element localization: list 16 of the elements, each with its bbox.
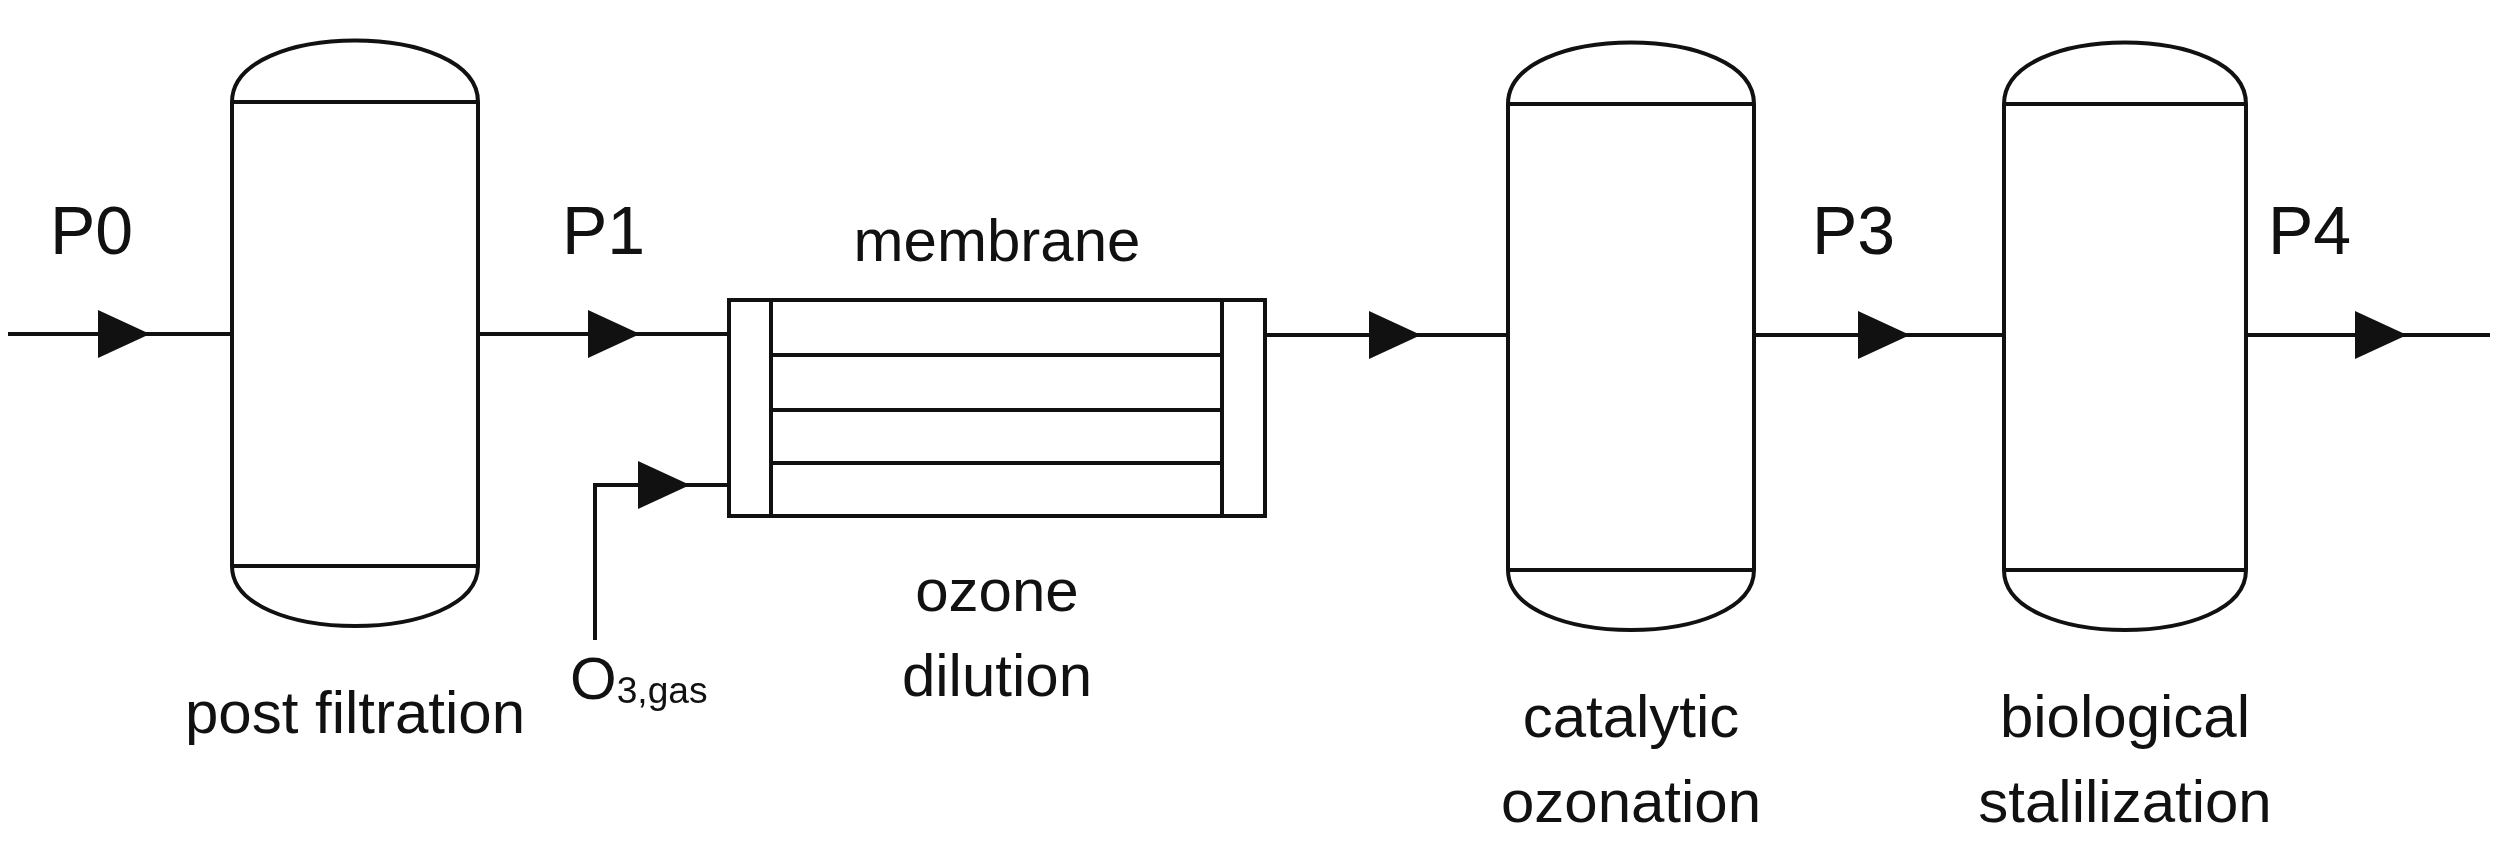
unit-label: membrane xyxy=(852,206,1142,276)
flow-arrow xyxy=(8,310,230,358)
flow-arrow xyxy=(2248,311,2490,359)
flow-arrow xyxy=(593,461,727,640)
stream-point-label: P4 xyxy=(2268,196,2352,264)
unit-label: post filtration xyxy=(183,678,527,748)
unit-label: catalytic ozonation xyxy=(1499,682,1763,838)
unit-label: ozone dilution xyxy=(900,556,1094,712)
flow-arrow xyxy=(480,310,727,358)
flow-arrow xyxy=(1756,311,2002,359)
stream-point-label: P3 xyxy=(1812,196,1896,264)
stream-point-label: P0 xyxy=(50,196,134,264)
unit-label: biological stalilization xyxy=(1977,682,2273,838)
flow-arrow xyxy=(1267,311,1506,359)
stream-point-label: P1 xyxy=(562,196,646,264)
stream-label: O$_{3,gas}$ xyxy=(570,640,785,725)
